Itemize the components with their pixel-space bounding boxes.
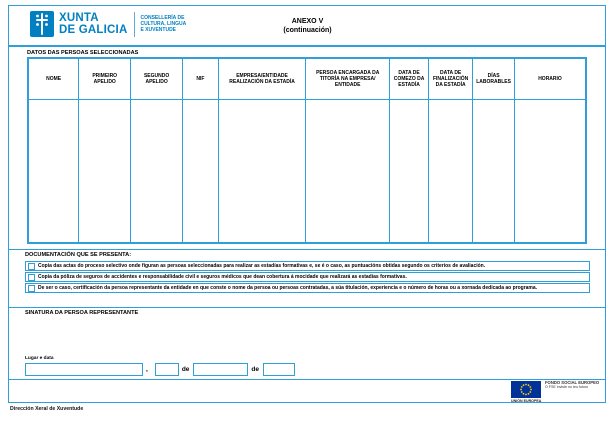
documentation-divider — [8, 249, 606, 250]
brand-name-line2: DE GALICIA — [59, 24, 128, 36]
brand-name-line1: XUNTA — [59, 12, 99, 24]
department-name: CONSELLERÍA DE CULTURA, LINGUA E XUVENTU… — [140, 15, 186, 34]
col-header-empresa: EMPRESA/ENTIDADE REALIZACIÓN DA ESTADÍA — [217, 57, 307, 100]
checkbox[interactable] — [28, 262, 35, 270]
documentation-item: Copia da póliza de seguros de accidentes… — [25, 272, 590, 282]
footer-divider — [8, 379, 606, 380]
place-date-label: Lugar e data — [25, 356, 54, 361]
cell-nif[interactable] — [182, 99, 219, 244]
footer-department: Dirección Xeral de Xuventude — [10, 406, 84, 412]
signature-divider — [8, 307, 606, 308]
col-header-primeiro-apelido: PRIMEIRO APELIDO — [78, 57, 132, 100]
cell-primeiro-apelido[interactable] — [78, 99, 132, 244]
documentation-item-label: De ser o caso, certificación da persoa r… — [38, 285, 538, 291]
fse-text-block: FONDO SOCIAL EUROPEO O FSE inviste no te… — [545, 380, 605, 390]
xunta-logo-icon — [30, 11, 54, 37]
col-header-nif: NIF — [182, 57, 219, 100]
department-line2: CULTURA, LINGUA — [140, 20, 187, 27]
eu-flag-icon — [511, 381, 541, 398]
brand-divider — [134, 11, 136, 37]
comma-separator: , — [146, 366, 148, 373]
col-header-nome: NOME — [27, 57, 80, 100]
col-header-horario: HORARIO — [514, 57, 587, 100]
table-row — [27, 99, 587, 244]
col-header-segundo-apelido: SEGUNDO APELIDO — [130, 57, 184, 100]
documentation-item: De ser o caso, certificación da persoa r… — [25, 283, 590, 293]
eu-flag-caption: UNIÓN EUROPEA — [511, 399, 542, 403]
fund-tagline: O FSE inviste no teu futuro — [545, 385, 589, 389]
cell-dias-laborables[interactable] — [472, 99, 515, 244]
header-brand: XUNTA DE GALICIA CONSELLERÍA DE CULTURA,… — [30, 11, 186, 37]
cell-data-comezo[interactable] — [389, 99, 430, 244]
signature-area — [25, 318, 590, 354]
de-separator-1: de — [181, 366, 190, 373]
cell-data-finalizacion[interactable] — [428, 99, 474, 244]
brand-name: XUNTA DE GALICIA — [59, 12, 127, 36]
cell-titoria[interactable] — [305, 99, 391, 244]
documentation-list: Copia das actas do proceso selectivo ond… — [25, 261, 590, 294]
eu-funding-block: UNIÓN EUROPEA — [511, 381, 541, 404]
department-line1: CONSELLERÍA DE — [140, 14, 185, 21]
fund-name: FONDO SOCIAL EUROPEO — [545, 380, 600, 385]
col-header-data-comezo: DATA DE COMEZO DA ESTADÍA — [389, 57, 430, 100]
department-line3: E XUVENTUDE — [140, 27, 177, 34]
selected-persons-heading: DATOS DAS PERSOAS SELECCIONADAS — [27, 50, 139, 56]
day-input[interactable] — [154, 363, 179, 376]
checkbox[interactable] — [28, 273, 35, 281]
checkbox[interactable] — [28, 284, 35, 292]
cell-nome[interactable] — [27, 99, 80, 244]
table-header-row: NOME PRIMEIRO APELIDO SEGUNDO APELIDO NI… — [27, 57, 587, 100]
col-header-dias-laborables: DÍAS LABORABLES — [472, 57, 515, 100]
signature-heading: SINATURA DA PERSOA REPRESENTANTE — [25, 310, 139, 316]
annex-title: ANEXO V (continuación) — [0, 17, 615, 35]
cell-horario[interactable] — [514, 99, 587, 244]
documentation-item-label: Copia da póliza de seguros de accidentes… — [38, 274, 407, 280]
documentation-item-label: Copia das actas do proceso selectivo ond… — [38, 263, 486, 269]
page-title: ANEXO V — [291, 18, 324, 25]
page-frame — [8, 5, 606, 403]
col-header-titoria: PERSOA ENCARGADA DA TITORÍA NA EMPRESA/ … — [305, 57, 391, 100]
year-input[interactable] — [263, 363, 295, 376]
place-date-row: , de de — [25, 363, 295, 376]
selected-persons-table: NOME PRIMEIRO APELIDO SEGUNDO APELIDO NI… — [27, 57, 587, 244]
documentation-item: Copia das actas do proceso selectivo ond… — [25, 261, 590, 271]
place-input[interactable] — [25, 363, 143, 376]
col-header-data-finalizacion: DATA DE FINALIZACIÓN DA ESTADÍA — [428, 57, 474, 100]
documentation-heading: DOCUMENTACIÓN QUE SE PRESENTA: — [25, 252, 132, 258]
month-input[interactable] — [193, 363, 249, 376]
header-divider — [8, 45, 606, 47]
page-subtitle: (continuación) — [283, 27, 332, 34]
cell-segundo-apelido[interactable] — [130, 99, 184, 244]
cell-empresa[interactable] — [217, 99, 307, 244]
de-separator-2: de — [251, 366, 259, 373]
